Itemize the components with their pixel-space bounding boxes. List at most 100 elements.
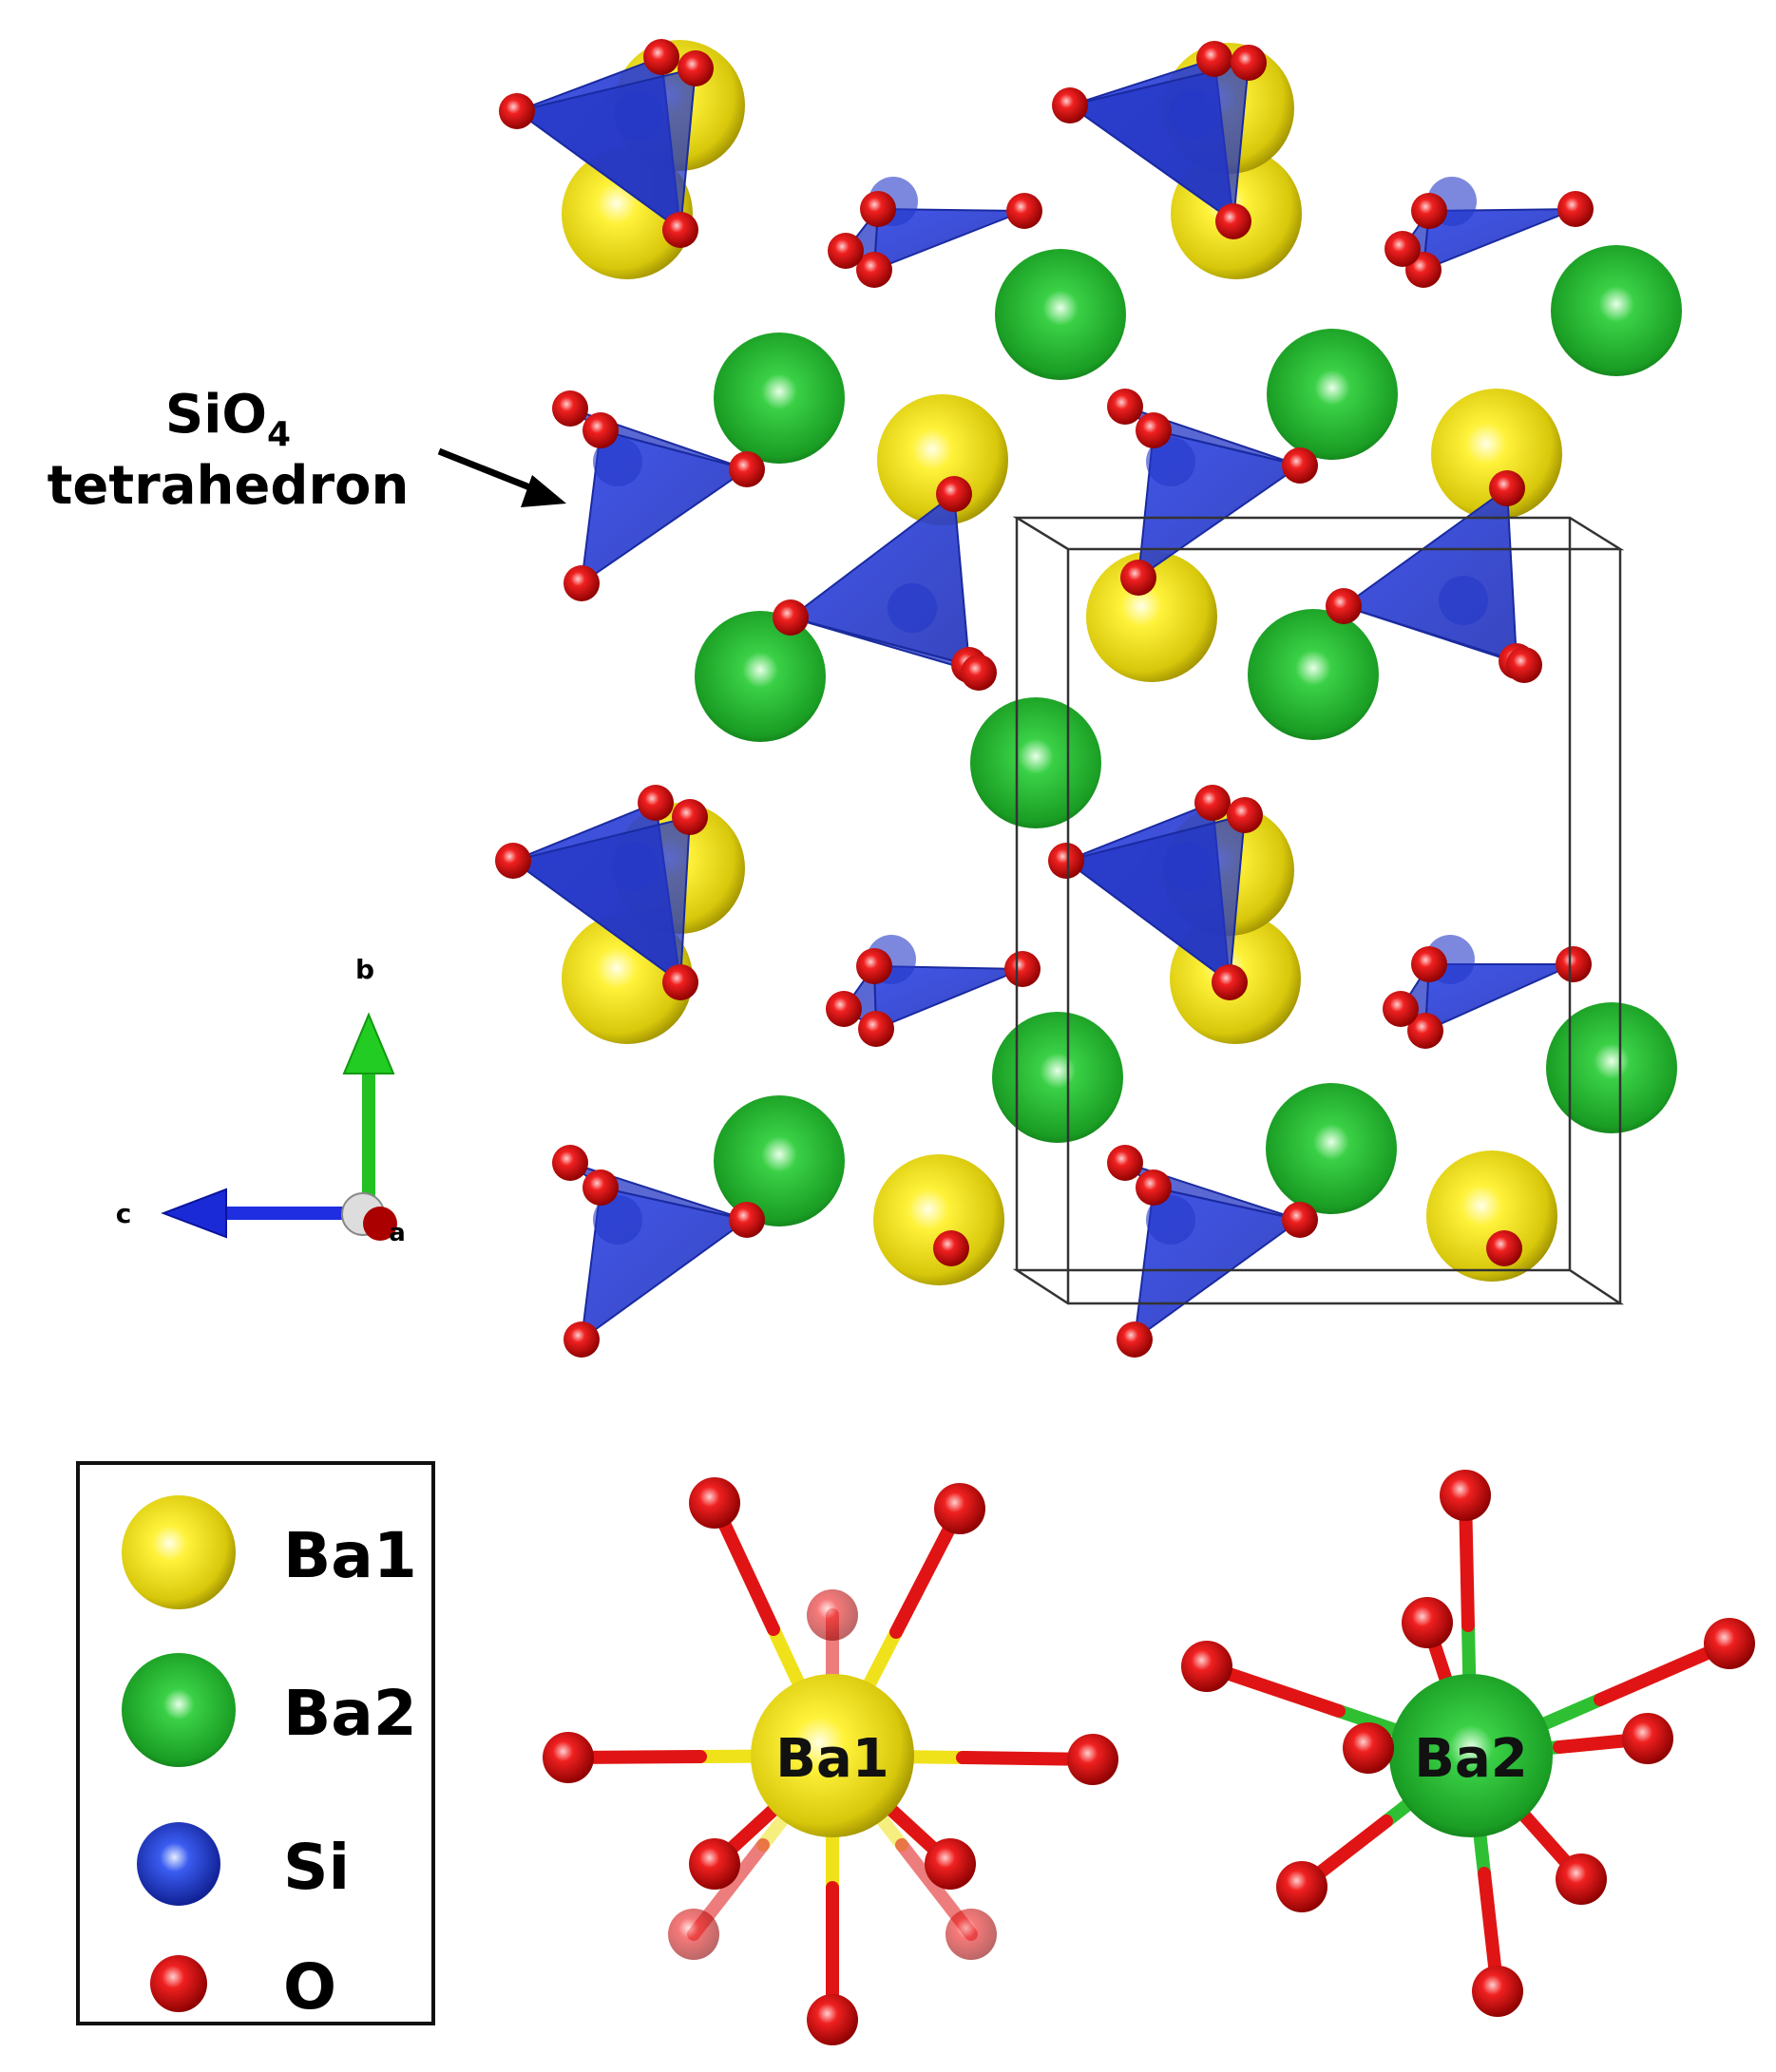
- o-atom: [1052, 87, 1088, 124]
- axis-indicator: b c a: [116, 954, 406, 1247]
- legend-ba1-swatch: [122, 1495, 236, 1609]
- o-atom: [826, 991, 862, 1027]
- si-atom: [1163, 842, 1213, 891]
- o-atom: [1006, 193, 1042, 229]
- legend-si-swatch: [137, 1822, 220, 1906]
- crystal-packing-view: [495, 39, 1682, 1358]
- o-atom: [807, 1994, 858, 2045]
- sio4-tetrahedron: [826, 935, 1041, 1047]
- o-atom: [552, 390, 588, 427]
- ba2-atom: [1266, 1083, 1397, 1214]
- ba1-atom: [1426, 1150, 1557, 1282]
- o-atom: [856, 252, 892, 288]
- o-atom: [961, 655, 997, 691]
- o-atom: [668, 1909, 719, 1960]
- ba2-atom: [1248, 609, 1379, 740]
- central-ba-atom: [1389, 1674, 1553, 1837]
- annotation-arrow-head: [521, 475, 566, 507]
- o-atom: [1004, 951, 1041, 987]
- legend: Ba1 Ba2 Si O: [76, 1461, 435, 2025]
- o-atom: [1557, 191, 1594, 227]
- si-atom: [1146, 1195, 1195, 1245]
- o-atom: [1107, 389, 1143, 425]
- ba2-atom: [714, 333, 845, 464]
- sio4-annotation: SiO4 tetrahedron: [48, 384, 566, 517]
- sio4-tetrahedron: [1107, 1145, 1318, 1358]
- o-atom: [729, 1202, 765, 1238]
- o-atom: [1411, 946, 1447, 982]
- ba2-atom: [992, 1012, 1123, 1143]
- si-atom: [888, 583, 937, 633]
- sio4-tetrahedron: [1326, 470, 1542, 683]
- si-atom: [593, 437, 642, 486]
- o-atom: [1622, 1713, 1673, 1764]
- o-atom: [582, 1169, 619, 1206]
- o-atom: [1215, 203, 1251, 239]
- o-atom: [672, 799, 708, 835]
- tetrahedron-face: [1063, 813, 1247, 984]
- o-atom: [662, 212, 698, 248]
- o-atom: [1385, 231, 1421, 267]
- o-atom: [1181, 1641, 1232, 1692]
- o-atom: [499, 93, 535, 129]
- o-atom: [1411, 193, 1447, 229]
- ba1-atom: [1431, 389, 1562, 520]
- o-atom: [552, 1145, 588, 1181]
- sio4-tetrahedron: [552, 390, 765, 601]
- sio4-tetrahedron: [773, 476, 997, 691]
- axis-label-c: c: [116, 1198, 132, 1229]
- tetrahedron-face: [1067, 61, 1251, 223]
- sio4-tetrahedron: [1048, 785, 1263, 1000]
- o-atom: [1506, 647, 1542, 683]
- o-atom: [689, 1477, 740, 1529]
- ba1-atom: [877, 394, 1008, 525]
- ba2-coordination-cluster: [1181, 1470, 1755, 2017]
- sio4-tetrahedron: [1052, 41, 1267, 239]
- o-atom: [563, 1321, 600, 1358]
- si-atom: [593, 1195, 642, 1245]
- o-atom: [543, 1732, 594, 1783]
- ba2-cluster-label: Ba2: [1414, 1728, 1527, 1790]
- annotation-arrow-shaft: [437, 447, 544, 496]
- o-atom: [495, 843, 531, 879]
- o-atom: [858, 1011, 894, 1047]
- o-atom: [1383, 991, 1419, 1027]
- o-atom: [1227, 797, 1263, 833]
- o-atom: [678, 50, 714, 86]
- legend-ba1-label: Ba1: [283, 1519, 417, 1592]
- ba2-atom: [970, 697, 1101, 828]
- sio4-tetrahedron: [499, 39, 714, 248]
- o-atom: [1282, 1202, 1318, 1238]
- sio4-tetrahedron: [1385, 177, 1594, 288]
- o-atom: [828, 233, 864, 269]
- a-axis-marker: [363, 1207, 397, 1241]
- o-atom: [934, 1483, 985, 1534]
- o-atom: [936, 476, 972, 512]
- o-atom: [773, 599, 809, 636]
- ba2-atom: [714, 1095, 845, 1226]
- axis-label-a: a: [389, 1219, 406, 1247]
- si-atom: [614, 91, 663, 141]
- si-atom: [1439, 576, 1488, 625]
- annotation-label-line2: tetrahedron: [48, 455, 410, 517]
- o-atom: [689, 1838, 740, 1890]
- sio4-tetrahedron: [495, 785, 708, 1000]
- o-atom: [662, 964, 698, 1000]
- legend-ba2-label: Ba2: [283, 1677, 417, 1750]
- o-atom: [1276, 1861, 1327, 1912]
- o-atom: [1231, 45, 1267, 81]
- ba2-atom: [1546, 1002, 1677, 1133]
- tetrahedron-face: [1124, 1162, 1301, 1221]
- o-atom: [638, 785, 674, 821]
- o-atom: [807, 1589, 858, 1641]
- ba1-coordination-cluster: [543, 1477, 1118, 2045]
- o-atom: [860, 191, 896, 227]
- annotation-subscript: 4: [267, 415, 291, 454]
- c-axis-arrowhead: [161, 1188, 227, 1239]
- o-atom: [925, 1838, 976, 1890]
- o-atom: [1556, 1853, 1607, 1905]
- o-atom: [1440, 1470, 1491, 1521]
- o-atom: [1407, 1013, 1443, 1049]
- o-atom: [1136, 1169, 1172, 1206]
